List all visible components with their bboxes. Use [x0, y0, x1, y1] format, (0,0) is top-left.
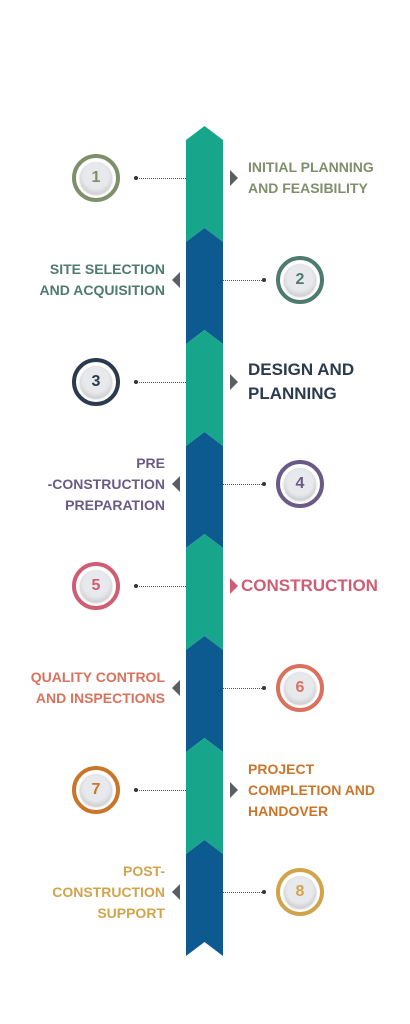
- step-6-number-badge: 6: [276, 664, 324, 712]
- badge-inner-disc: [284, 468, 316, 500]
- step-2-pointer-arrow: [172, 272, 180, 288]
- spine-segment-2: [186, 228, 223, 344]
- step-7-number-badge: 7: [72, 766, 120, 814]
- step-3-pointer-arrow: [230, 374, 238, 390]
- step-7-title: PROJECT COMPLETION AND HANDOVER: [248, 759, 375, 822]
- spine-segment-3: [186, 330, 223, 446]
- step-7-pointer-arrow: [230, 782, 238, 798]
- title-line: SITE SELECTION: [49, 261, 165, 277]
- connector-dot: [134, 788, 138, 792]
- step-number: 7: [91, 781, 101, 798]
- title-line: PRE: [136, 454, 165, 471]
- title-line: AND INSPECTIONS: [35, 690, 165, 706]
- spine-segment-7: [186, 738, 223, 854]
- step-5-pointer-arrow: [230, 578, 238, 594]
- step-4-number-badge: 4: [276, 460, 324, 508]
- step-number: 8: [295, 883, 305, 900]
- title-line: DESIGN AND: [248, 360, 355, 379]
- step-2-title: SITE SELECTION AND ACQUISITION: [40, 259, 165, 301]
- title-line: SUPPORT: [97, 904, 165, 921]
- spine-segment-4: [186, 432, 223, 548]
- step-5-connector: [136, 586, 186, 587]
- title-line: PROJECT: [248, 760, 315, 777]
- step-1-number-badge: 1: [72, 154, 120, 202]
- step-8-connector: [223, 892, 264, 893]
- step-4-connector: [223, 484, 264, 485]
- step-8-title: POST- CONSTRUCTION SUPPORT: [52, 861, 165, 924]
- spine-segment-6: [186, 636, 223, 752]
- title-line: INITIAL PLANNING: [248, 159, 374, 175]
- spine-segment-8: [186, 840, 223, 956]
- connector-dot: [134, 584, 138, 588]
- step-8-number-badge: 8: [276, 868, 324, 916]
- step-number: 1: [91, 169, 101, 186]
- step-4-pointer-arrow: [172, 476, 180, 492]
- title-line: COMPLETION AND: [248, 781, 376, 798]
- spine-segment-5: [186, 534, 223, 650]
- title-line: AND FEASIBILITY: [248, 180, 368, 196]
- step-number: 3: [91, 373, 101, 390]
- badge-inner-disc: [80, 774, 112, 806]
- title-line: PREPARATION: [65, 496, 165, 513]
- badge-inner-disc: [284, 672, 316, 704]
- badge-inner-disc: [284, 264, 316, 296]
- step-number: 5: [91, 577, 101, 594]
- badge-inner-disc: [80, 570, 112, 602]
- badge-inner-disc: [284, 876, 316, 908]
- step-7-connector: [136, 790, 186, 791]
- connector-dot: [262, 482, 266, 486]
- title-line: -CONSTRUCTION: [47, 475, 165, 492]
- step-3-number-badge: 3: [72, 358, 120, 406]
- title-line: CONSTRUCTION: [52, 883, 165, 900]
- badge-inner-disc: [80, 366, 112, 398]
- connector-dot: [134, 380, 138, 384]
- step-5-number-badge: 5: [72, 562, 120, 610]
- title-line: AND ACQUISITION: [39, 282, 165, 298]
- step-3-connector: [136, 382, 186, 383]
- step-1-title: INITIAL PLANNING AND FEASIBILITY: [248, 157, 374, 199]
- step-5-title: CONSTRUCTION: [241, 574, 378, 598]
- step-number: 2: [295, 271, 305, 288]
- connector-dot: [262, 890, 266, 894]
- step-6-pointer-arrow: [172, 680, 180, 696]
- step-number: 4: [295, 475, 305, 492]
- step-8-pointer-arrow: [172, 884, 180, 900]
- connector-dot: [134, 176, 138, 180]
- title-line: QUALITY CONTROL: [30, 669, 165, 685]
- step-number: 6: [295, 679, 305, 696]
- spine-segment-1: [186, 126, 223, 242]
- connector-dot: [262, 278, 266, 282]
- title-line: HANDOVER: [248, 802, 329, 819]
- step-6-title: QUALITY CONTROL AND INSPECTIONS: [31, 667, 165, 709]
- step-3-title: DESIGN AND PLANNING: [248, 358, 354, 406]
- step-1-connector: [136, 178, 186, 179]
- title-line: CONSTRUCTION: [241, 576, 378, 595]
- step-4-title: PRE -CONSTRUCTION PREPARATION: [48, 453, 165, 516]
- step-2-number-badge: 2: [276, 256, 324, 304]
- step-2-connector: [223, 280, 264, 281]
- step-6-connector: [223, 688, 264, 689]
- badge-inner-disc: [80, 162, 112, 194]
- step-1-pointer-arrow: [230, 170, 238, 186]
- title-line: POST-: [122, 862, 165, 879]
- title-line: PLANNING: [248, 384, 337, 403]
- connector-dot: [262, 686, 266, 690]
